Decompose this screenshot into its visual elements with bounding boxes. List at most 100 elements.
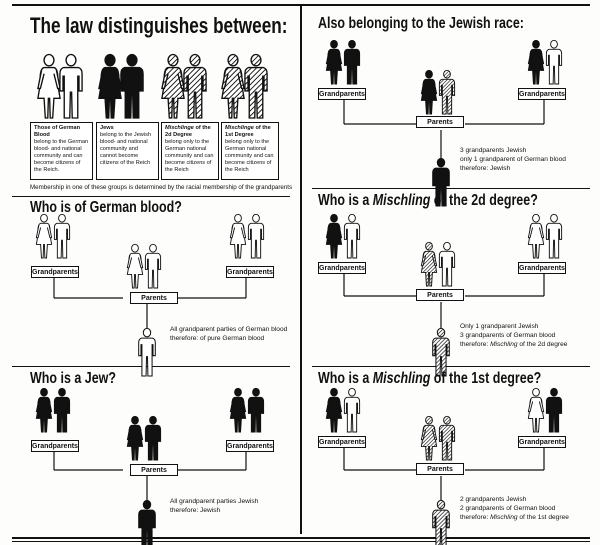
jew-grandparent-2	[53, 387, 71, 433]
category-german-body: belong to the German blood- and national…	[34, 138, 89, 173]
jewish-race-note-line2: only 1 grandparent of German blood	[460, 156, 566, 164]
jewish_race-parent-2	[438, 69, 456, 115]
jewish_race-grandparent-2	[343, 39, 361, 85]
jewish-race-parents: Parents	[416, 116, 464, 128]
m2-note-line1: Only 1 grandparent Jewish	[460, 323, 539, 330]
jew-grandparent-1	[35, 387, 53, 433]
jew-note-line2: therefore: Jewish	[170, 507, 221, 515]
jew-note-line1: All grandparent parties Jewish	[170, 498, 259, 505]
jewish_race-child	[432, 157, 450, 207]
m2-grandparents-left: Grandparents	[318, 262, 366, 274]
m1-grandparent-1	[325, 387, 343, 433]
law-figure-6	[183, 53, 207, 119]
m1-note-line3-post: of the 1st degree	[517, 514, 569, 522]
m2-child	[432, 327, 450, 377]
german-note-line2: therefore: of pure German blood	[170, 335, 265, 343]
german-parent-2	[144, 243, 162, 289]
category-m1-head-italic: Mischlinge	[225, 125, 254, 131]
jewish-race-note: 3 grandparents Jewish only 1 grandparent…	[460, 146, 566, 174]
bottom-rule-thin	[12, 541, 590, 542]
german-grandparent-3	[229, 213, 247, 259]
m2-grandparents-right: Grandparents	[518, 262, 566, 274]
german-parents: Parents	[130, 292, 178, 304]
jew-parents: Parents	[130, 464, 178, 476]
m1-parents: Parents	[416, 463, 464, 475]
m1-parent-1	[420, 415, 438, 461]
m1-parent-2	[438, 415, 456, 461]
law-title: The law distinguishes between:	[30, 13, 288, 38]
category-m2-head-rest: of the 2d Degree	[165, 125, 211, 138]
category-german-head: Those of German Blood	[34, 125, 81, 138]
jew-grandparent-3	[229, 387, 247, 433]
m1-grandparents-right: Grandparents	[518, 436, 566, 448]
law-figure-5	[161, 53, 185, 119]
jewish_race-grandparent-1	[325, 39, 343, 85]
german-grandparent-4	[247, 213, 265, 259]
german-grandparents-right: Grandparents	[226, 266, 274, 278]
german-note-line1: All grandparent parties of German blood	[170, 326, 288, 333]
jewish_race-grandparent-3	[527, 39, 545, 85]
law-figure-1	[37, 53, 61, 119]
divider-left-1	[12, 196, 290, 197]
jew-parent-2	[144, 415, 162, 461]
law-figure-4	[120, 53, 144, 119]
category-mischling-2d: Mischlinge of the 2d Degree belong only …	[161, 122, 219, 180]
m2-note-line3-italic: Mischling	[490, 341, 518, 349]
german-note: All grandparent parties of German blood …	[170, 325, 287, 343]
m1-note-line3-italic: Mischling	[490, 514, 518, 522]
divider-right-2	[312, 366, 590, 367]
m2-grandparent-3	[527, 213, 545, 259]
m2-parent-1	[420, 241, 438, 287]
m2-note-line3-pre: therefore:	[460, 341, 491, 349]
m2-parents: Parents	[416, 289, 464, 301]
membership-note: Membership in one of these groups is det…	[30, 184, 293, 191]
center-divider	[300, 6, 302, 534]
law-figure-7	[221, 53, 245, 119]
m2-title: Who is a Mischling of the 2d degree?	[318, 193, 538, 209]
german-grandparent-1	[35, 213, 53, 259]
jewish-race-note-line3: therefore: Jewish	[460, 165, 511, 173]
m2-note: Only 1 grandparent Jewish 3 grandparents…	[460, 322, 567, 350]
law-figure-3	[98, 53, 122, 119]
jew-grandparent-4	[247, 387, 265, 433]
m1-title-post: of the 1st degree?	[430, 370, 542, 387]
m2-parent-2	[438, 241, 456, 287]
category-m2-head-italic: Mischlinge	[165, 125, 194, 131]
m2-title-pre: Who is a	[318, 192, 373, 209]
jew-parent-1	[126, 415, 144, 461]
german-parent-1	[126, 243, 144, 289]
law-figure-8	[244, 53, 268, 119]
jew-grandparents-left: Grandparents	[31, 440, 79, 452]
m2-grandparent-4	[545, 213, 563, 259]
category-m2-body: belong only to the German national commu…	[165, 138, 214, 173]
m2-grandparent-2	[343, 213, 361, 259]
m1-grandparent-2	[343, 387, 361, 433]
m1-title: Who is a Mischling of the 1st degree?	[318, 371, 541, 387]
category-m1-head-rest: of the 1st Degree	[225, 125, 271, 138]
jewish_race-parent-1	[420, 69, 438, 115]
jewish-race-title: Also belonging to the Jewish race:	[318, 15, 524, 32]
jew-title: Who is a Jew?	[30, 370, 116, 387]
jewish_race-grandparent-4	[545, 39, 563, 85]
top-rule	[12, 4, 590, 6]
m1-note-line1: 2 grandparents Jewish	[460, 496, 527, 503]
m2-note-line2: 3 grandparents of German blood	[460, 332, 556, 340]
m1-grandparent-4	[545, 387, 563, 433]
m2-grandparent-1	[325, 213, 343, 259]
category-jews-body: belong to the Jewish blood- and national…	[100, 131, 151, 166]
jewish-race-note-line1: 3 grandparents Jewish	[460, 147, 527, 154]
m1-note: 2 grandparents Jewish 2 grandparents of …	[460, 495, 569, 523]
jew-note: All grandparent parties Jewish therefore…	[170, 497, 258, 515]
category-jews-head: Jews	[100, 125, 114, 131]
m1-child	[432, 499, 450, 545]
category-german-blood: Those of German Blood belong to the Germ…	[30, 122, 93, 180]
category-jews: Jews belong to the Jewish blood- and nat…	[96, 122, 159, 180]
m1-note-line2: 2 grandparents of German blood	[460, 505, 556, 513]
m1-note-line3-pre: therefore:	[460, 514, 491, 522]
german-title: Who is of German blood?	[30, 199, 182, 216]
jewish-race-grandparents-left: Grandparents	[318, 88, 366, 100]
